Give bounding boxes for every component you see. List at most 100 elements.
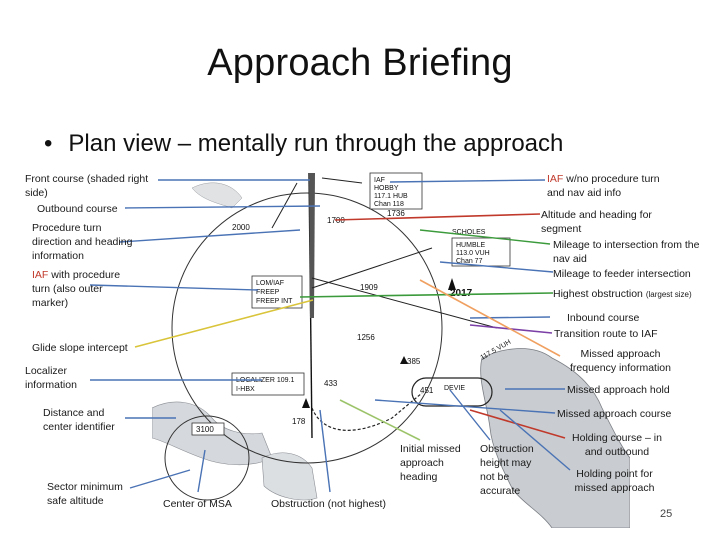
- label-iaf-rest: with procedure turn (also outer marker): [32, 269, 121, 309]
- devie-label: DEVIE: [444, 385, 465, 392]
- arrow-outbound-course: [124, 205, 321, 209]
- obstruction-symbol-2: [448, 278, 456, 290]
- arrow-iaf-pt: [89, 284, 259, 291]
- slide-title: Approach Briefing: [207, 42, 513, 84]
- arrow-mileage-feeder: [439, 261, 554, 273]
- alt-178: 178: [292, 417, 306, 426]
- label-mileage-intersection: Mileage to intersection from the nav aid: [553, 239, 700, 265]
- lom-label: LOM/IAF: [256, 280, 284, 287]
- arrow-missed-course: [374, 399, 556, 414]
- humble-freq: 113.0 VUH: [456, 250, 490, 257]
- label-center-msa: Center of MSA: [163, 498, 232, 510]
- label-distance-id: Distance and center identifier: [43, 407, 115, 433]
- arrow-center-msa: [197, 449, 206, 493]
- label-outbound-course: Outbound course: [37, 203, 118, 215]
- lom-box: [251, 275, 303, 309]
- water-shape-2: [261, 452, 318, 501]
- msa-sector-circle: [164, 415, 250, 501]
- label-transition-route: Transition route to IAF: [554, 328, 658, 340]
- arrow-missed-freq: [419, 279, 561, 357]
- label-iaf-no-pt: IAF w/no procedure turn and nav aid info: [547, 172, 677, 200]
- alt-1256: 1256: [357, 333, 375, 342]
- msa-box-text: 3100: [196, 425, 214, 434]
- label-holding-point: Holding point for missed approach: [574, 468, 655, 494]
- hobby-chan: Chan 118: [374, 201, 404, 208]
- arrow-inbound-course: [469, 316, 551, 319]
- label-missed-course: Missed approach course: [557, 408, 672, 420]
- label-largest-size: (largest size): [645, 290, 692, 299]
- alt-433: 433: [324, 379, 338, 388]
- hobby-name: HOBBY: [374, 185, 399, 192]
- alt-1736: 1736: [387, 209, 405, 218]
- label-front-course: Front course (shaded right side): [25, 173, 149, 199]
- humble-name: HUMBLE: [456, 242, 486, 249]
- label-sector-msa: Sector minimum safe altitude: [47, 481, 123, 507]
- label-iaf-prefix: IAF: [32, 269, 49, 281]
- arrow-obstruction-height: [449, 389, 491, 441]
- humble-box: [451, 237, 511, 267]
- alt-451: 451: [420, 386, 434, 395]
- label-initial-missed: Initial missed approach heading: [400, 443, 461, 483]
- arrow-initial-missed: [339, 399, 421, 441]
- terrain-shape: [191, 182, 243, 209]
- label-highest-obstruction: Highest obstruction (largest size): [553, 287, 692, 302]
- bullet-text: Plan view – mentally run through the app…: [68, 130, 564, 157]
- label-procedure-turn: Procedure turn direction and heading inf…: [32, 222, 133, 262]
- lom-sub: FREEP INT: [256, 298, 293, 305]
- alt-385: 385: [407, 357, 421, 366]
- alt-1909: 1909: [360, 283, 378, 292]
- localizer-box: [231, 372, 305, 396]
- bullet-dot: •: [44, 130, 53, 157]
- label-localizer: Localizer information: [25, 365, 77, 391]
- label-missed-hold: Missed approach hold: [567, 384, 670, 396]
- humble-chan: Chan 77: [456, 258, 483, 265]
- plan-view-drawing: 3100 IAF HOBBY 117.1 HUB Chan 118 HUMBLE…: [152, 172, 630, 528]
- arrow-iaf-no-pt: [389, 179, 546, 183]
- lom-name: FREEP: [256, 289, 280, 296]
- label-inbound-course: Inbound course: [567, 312, 640, 324]
- arrow-procedure-turn: [119, 229, 301, 243]
- hobby-freq: 117.1 HUB: [374, 193, 408, 200]
- label-iaf-no-pt-rest: w/no procedure turn and nav aid info: [547, 173, 660, 199]
- arrow-sector-msa: [129, 469, 191, 489]
- feeder-route-line: [311, 247, 433, 289]
- label-obstruction-not-highest: Obstruction (not highest): [271, 498, 386, 510]
- obstruction-symbol: [302, 398, 310, 408]
- label-obstruction-height: Obstruction height may not be accurate: [480, 443, 534, 497]
- bullet-item: • Plan view – mentally run through the ap…: [44, 130, 563, 158]
- outbound-course-line: [321, 177, 363, 184]
- label-altitude-heading: Altitude and heading for segment: [541, 209, 652, 235]
- label-mileage-feeder: Mileage to feeder intersection: [553, 268, 691, 280]
- vor-label: SCHOLES: [452, 229, 486, 236]
- shoreline-shape: [480, 348, 630, 528]
- arrow-mileage-intersection: [419, 229, 551, 245]
- arrow-holding-point: [499, 409, 571, 471]
- hobby-box: [369, 172, 423, 210]
- missed-approach-course: [311, 392, 423, 431]
- label-iaf-no-pt-prefix: IAF: [547, 173, 564, 185]
- label-iaf-with-pt: IAF with procedure turn (also outer mark…: [32, 268, 122, 310]
- procedure-turn-line: [271, 182, 298, 229]
- localizer-freq: LOCALIZER 109.1: [236, 377, 294, 384]
- localizer-feather: [309, 173, 315, 318]
- alt-2000: 2000: [232, 223, 250, 232]
- arrow-altitude-heading: [334, 213, 541, 221]
- label-highest-obstruction-text: Highest obstruction: [553, 288, 643, 300]
- arrow-highest-obstruction: [299, 292, 554, 298]
- localizer-id: I-HBX: [236, 386, 255, 393]
- label-holding-course: Holding course – in and outbound: [572, 432, 662, 458]
- approach-plate-plan-view: 3100 IAF HOBBY 117.1 HUB Chan 118 HUMBLE…: [152, 168, 630, 528]
- msa-altitude-box: [191, 422, 225, 436]
- transition-route-line: [311, 277, 498, 329]
- arrow-holding-course: [469, 409, 566, 439]
- msa-circle: [171, 192, 443, 464]
- alt-2017: 2017: [450, 288, 473, 299]
- label-missed-freq: Missed approach frequency information: [570, 348, 671, 374]
- arrow-obstruction-not-highest: [319, 409, 331, 493]
- page-number: 25: [660, 508, 673, 520]
- label-glide-slope: Glide slope intercept: [32, 342, 128, 354]
- obstruction-symbol-3: [400, 356, 408, 364]
- hobby-iaf: IAF: [374, 177, 385, 184]
- arrow-glide-slope: [134, 299, 314, 348]
